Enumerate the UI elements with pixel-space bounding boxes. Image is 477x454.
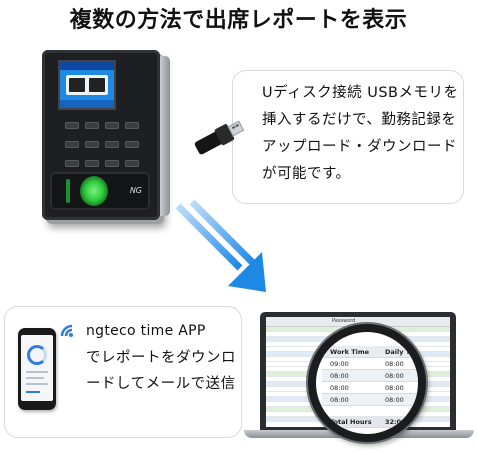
usb-info-panel <box>232 70 464 204</box>
table-cell: 08:00 <box>385 395 404 404</box>
table-cell: 08:00 <box>330 383 349 392</box>
table-row: 08:00 08:00 <box>322 382 418 394</box>
column-header: Daily Total <box>385 347 424 356</box>
table-row: 08:00 08:00 <box>322 394 418 406</box>
column-header: Work Time <box>330 347 370 356</box>
smartphone-icon <box>18 328 56 410</box>
spreadsheet-title: Password <box>332 318 356 324</box>
device-brand-logo: NG <box>129 186 142 195</box>
total-label: Total Hours <box>330 417 372 426</box>
wifi-signal-icon <box>60 324 73 337</box>
table-cell: 08:00 <box>330 395 349 404</box>
table-row: 08:00 08:00 <box>322 370 418 382</box>
table-row: 09:00 08:00 <box>322 358 418 370</box>
magnifier-icon: Work Time Daily Total 09:00 08:00 08:00 … <box>308 324 426 442</box>
table-cell: 08:00 <box>385 371 404 380</box>
table-cell: 09:00 <box>330 359 349 368</box>
page-title-bar: 複数の方法で出席レポートを表示 <box>0 0 477 36</box>
table-cell: 08:00 <box>385 359 404 368</box>
usb-info-text: Uディスク接続 USBメモリを挿入するだけで、勤務記録をアップロード・ダウンロー… <box>262 85 459 182</box>
app-name: ngteco time APP <box>86 323 206 339</box>
page-title: 複数の方法で出席レポートを表示 <box>69 8 408 33</box>
usb-drive-icon <box>194 120 245 155</box>
magnified-table: Work Time Daily Total 09:00 08:00 08:00 … <box>322 346 424 428</box>
down-arrow-icon <box>175 200 266 292</box>
table-total-row: Total Hours 32:01:00 <box>322 416 418 428</box>
table-cell: 08:00 <box>330 371 349 380</box>
table-header-row: Work Time Daily Total <box>322 346 424 358</box>
fingerprint-sensor-icon: NG <box>50 172 150 210</box>
terminal-screen <box>58 60 116 110</box>
app-description: でレポートをダウンロードしてメールで送信 <box>86 350 236 392</box>
table-cell: 08:00 <box>385 383 404 392</box>
total-value: 32:01:00 <box>385 417 418 426</box>
attendance-terminal: NG <box>42 50 170 220</box>
